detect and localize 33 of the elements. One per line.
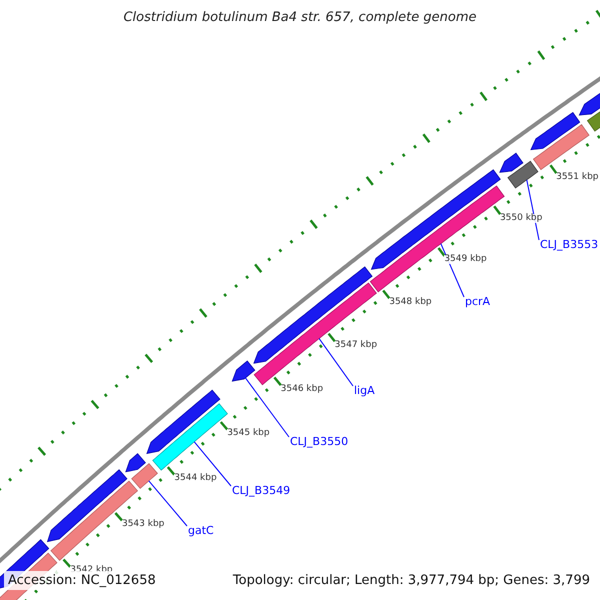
- scale-label: 3551 kbp: [556, 172, 599, 182]
- leader-line: [440, 243, 464, 298]
- leader-line: [148, 480, 188, 526]
- scale-label: 3545 kbp: [227, 428, 270, 438]
- leader-line: [318, 338, 354, 386]
- leader-line: [526, 179, 540, 240]
- leader-line: [244, 377, 290, 438]
- gene-block: [125, 453, 146, 472]
- gene-label: ligA: [354, 385, 375, 396]
- gene-label: CLJ_B3553: [540, 239, 598, 250]
- scale-label: 3549 kbp: [444, 255, 487, 264]
- scale-label: 3546 kbp: [280, 384, 324, 394]
- scale-label: 3544 kbp: [174, 474, 217, 483]
- gene-bar: [131, 463, 158, 489]
- scale-label: 3550 kbp: [500, 214, 542, 223]
- gene-block: [499, 152, 524, 173]
- title: Clostridium botulinum Ba4 str. 657, complete genome: [122, 11, 478, 24]
- gene-label: CLJ_B3550: [290, 436, 348, 447]
- gene-bar: [507, 160, 538, 189]
- gene-label: CLJ_B3549: [232, 485, 290, 496]
- scale-label: 3543 kbp: [122, 520, 164, 529]
- gene-bar: [254, 282, 377, 386]
- gene-block: [530, 112, 580, 150]
- gene-block: [146, 390, 220, 454]
- leader-line: [194, 441, 232, 486]
- gene-block: [370, 169, 501, 270]
- scale-label: 3548 kbp: [389, 298, 432, 307]
- scale-label: 3547 kbp: [334, 340, 378, 350]
- gene-bar: [532, 124, 590, 170]
- gene-label: pcrA: [465, 296, 490, 307]
- gene-label: gatC: [188, 525, 214, 536]
- gene-bar: [152, 403, 228, 471]
- gene-block: [232, 360, 256, 382]
